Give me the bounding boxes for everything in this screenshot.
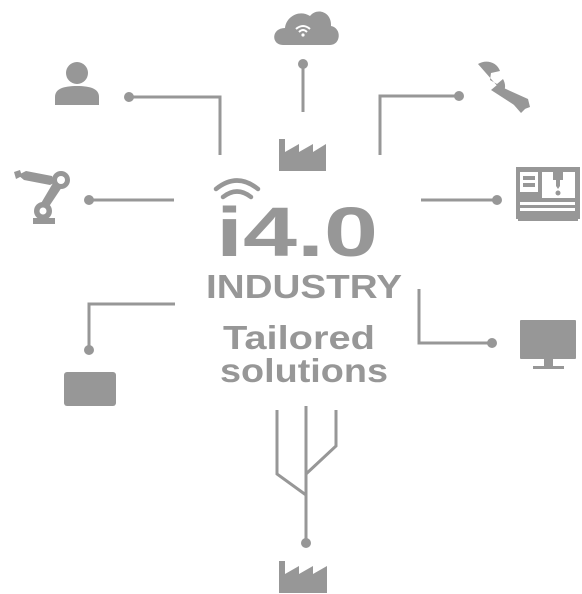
connector-bottom-right [304, 410, 338, 476]
connector-bottom-dot [301, 538, 311, 548]
wrench-icon [478, 61, 530, 113]
connector-cloud-dot [298, 59, 308, 69]
cnc-machine-icon [516, 167, 580, 221]
headline-i40: i4.0 [216, 193, 378, 271]
connector-wrench-dot [454, 91, 464, 101]
connector-cnc-dot [492, 195, 502, 205]
factory-icon [279, 139, 326, 171]
connector-monitor-dot [487, 338, 497, 348]
robot-arm-icon [14, 170, 70, 224]
headline-industry: INDUSTRY [206, 268, 402, 305]
connector-user-dot [124, 92, 134, 102]
tablet-icon [64, 372, 116, 406]
connector-tablet-dot [84, 345, 94, 355]
cloud-wifi-icon [274, 11, 339, 46]
tagline-line2: solutions [220, 352, 388, 389]
connector-robot-dot [84, 195, 94, 205]
connector-user [129, 95, 222, 155]
connector-bottom-left [275, 410, 307, 497]
user-icon [55, 62, 99, 105]
connector-lines [84, 59, 502, 548]
monitor-icon [520, 320, 576, 369]
wifi-icon [213, 178, 261, 200]
connector-monitor [417, 289, 492, 345]
factory-icon [279, 561, 327, 593]
headline: i4.0 INDUSTRY Tailored solutions [206, 178, 402, 389]
connector-wrench [378, 94, 459, 155]
tagline-line1: Tailored [223, 319, 375, 356]
connector-tablet [87, 302, 175, 350]
